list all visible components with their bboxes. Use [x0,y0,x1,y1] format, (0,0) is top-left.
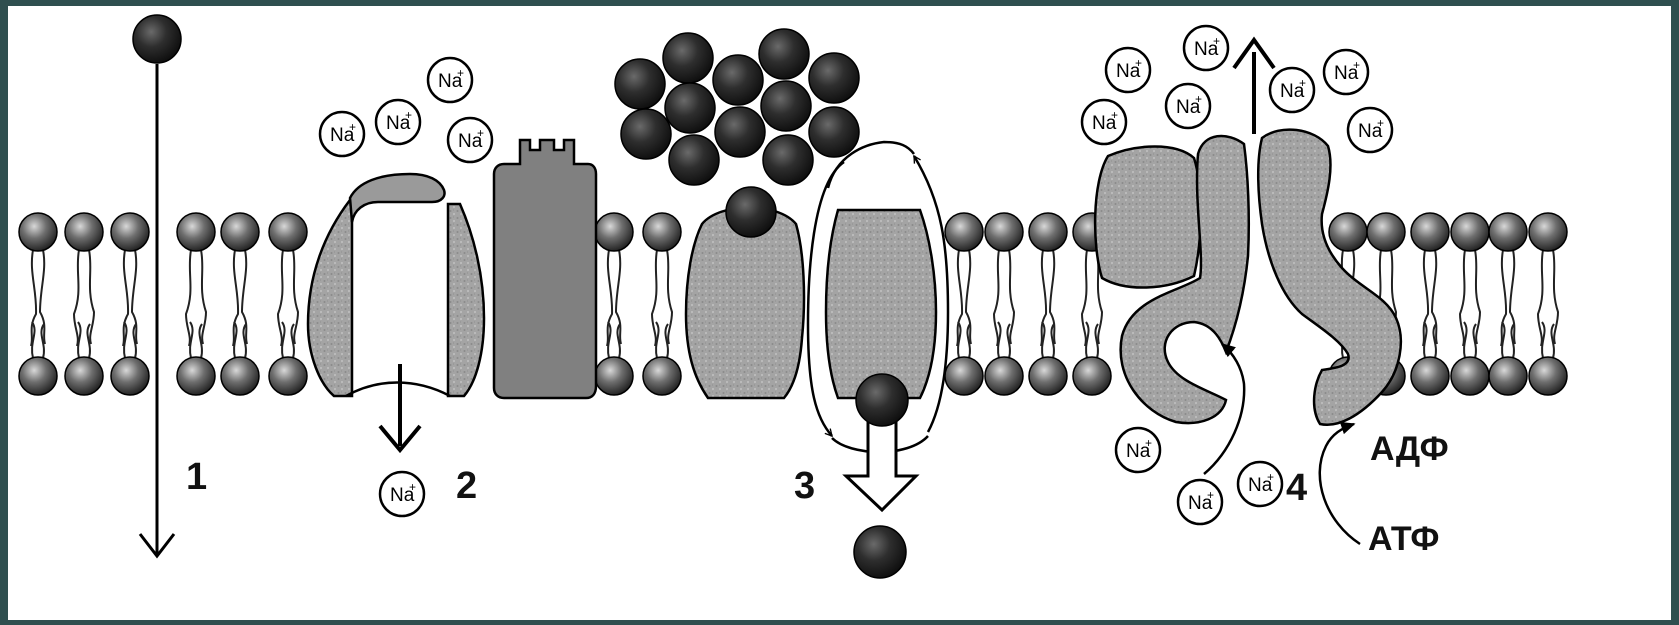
phospholipid-icon [269,213,307,395]
pump-upper-block [1095,147,1201,288]
dark-sphere-icon [809,53,859,103]
ion-charge: + [1267,470,1274,484]
sodium-ion-icon: Na+ [1116,428,1160,472]
route-1-simple-diffusion: 1 [133,15,207,556]
dark-sphere-icon [715,107,765,157]
sodium-ion-icon: Na+ [1166,84,1210,128]
channel-right-wall [448,204,484,396]
dark-sphere-icon [621,109,671,159]
ion-charge: + [1111,108,1118,122]
ion-charge: + [477,126,484,140]
adp-label: АДФ [1370,430,1449,468]
sodium-ion-icon: Na+ [428,58,472,102]
sodium-ion-icon: Na+ [376,100,420,144]
phospholipid-icon [111,213,149,395]
dark-sphere-icon [669,135,719,185]
dark-sphere-icon [809,107,859,157]
ion-charge: + [1145,436,1152,450]
channel-left-wall [308,200,352,396]
dark-sphere-icon [663,33,713,83]
route-2-label: 2 [456,465,477,507]
ion-charge: + [457,66,464,80]
ion-charge: + [1353,58,1360,72]
dark-sphere-icon [856,374,908,426]
membrane-transport-diagram: 1 2 3 4 АДФ АТФ [8,6,1671,620]
route-3-label: 3 [794,465,815,507]
ion-charge: + [405,108,412,122]
route-1-label: 1 [186,456,207,498]
phospholipid-icon [595,213,633,395]
phospholipid-icon [19,213,57,395]
ion-charge: + [1299,76,1306,90]
dark-sphere-icon [854,526,906,578]
phospholipid-icon [985,213,1023,395]
route-3-facilitated-transport: 3 [615,29,948,578]
hollow-down-arrow [846,422,916,510]
route-4-label: 4 [1286,467,1307,509]
sodium-ion-icon: Na+ [1184,26,1228,70]
phospholipid-icon [1029,213,1067,395]
ion-charge: + [349,120,356,134]
phospholipid-icon [1411,213,1449,395]
dark-sphere-icon [133,15,181,63]
phospholipid-icon [1451,213,1489,395]
ion-charge: + [1207,488,1214,502]
phospholipid-icon [945,213,983,395]
ion-charge: + [1195,92,1202,106]
sodium-ion-icon: Na+ [1348,108,1392,152]
dark-sphere-icon [713,55,763,105]
atp-arrow [1320,424,1360,544]
dark-sphere-icon [761,81,811,131]
sodium-ion-icon: Na+ [1238,462,1282,506]
phospholipid-icon [177,213,215,395]
phospholipid-icon [65,213,103,395]
sodium-ion-icon: Na+ [320,112,364,156]
closed-channel-protein [494,140,596,398]
route-2-ion-channel: 2 [308,174,484,507]
dark-sphere-icon [763,135,813,185]
phospholipid-icon [1489,213,1527,395]
ion-charge: + [1135,56,1142,70]
phospholipid-icon [221,213,259,395]
ion-charge: + [1377,116,1384,130]
ion-charge: + [409,480,416,494]
sodium-ion-icon: Na+ [1082,100,1126,144]
sodium-ion-icon: Na+ [448,118,492,162]
phospholipid-icon [1529,213,1567,395]
phospholipid-icon [643,213,681,395]
dark-sphere-icon [759,29,809,79]
carrier-protein-right [826,210,936,398]
dark-sphere-icon [726,187,776,237]
sodium-ion-icon: Na+ [1178,480,1222,524]
sodium-ion-icon: Na+ [1324,50,1368,94]
particle-cluster [615,29,859,185]
channel-gate-lid [350,174,445,222]
dark-sphere-icon [665,83,715,133]
dark-sphere-icon [615,59,665,109]
sodium-ion-icon: Na+ [1106,48,1150,92]
atp-label: АТФ [1368,520,1439,558]
ion-charge: + [1213,34,1220,48]
diagram-frame: 1 2 3 4 АДФ АТФ [8,6,1671,620]
sodium-ion-icon: Na+ [380,472,424,516]
sodium-ion-icon: Na+ [1270,68,1314,112]
